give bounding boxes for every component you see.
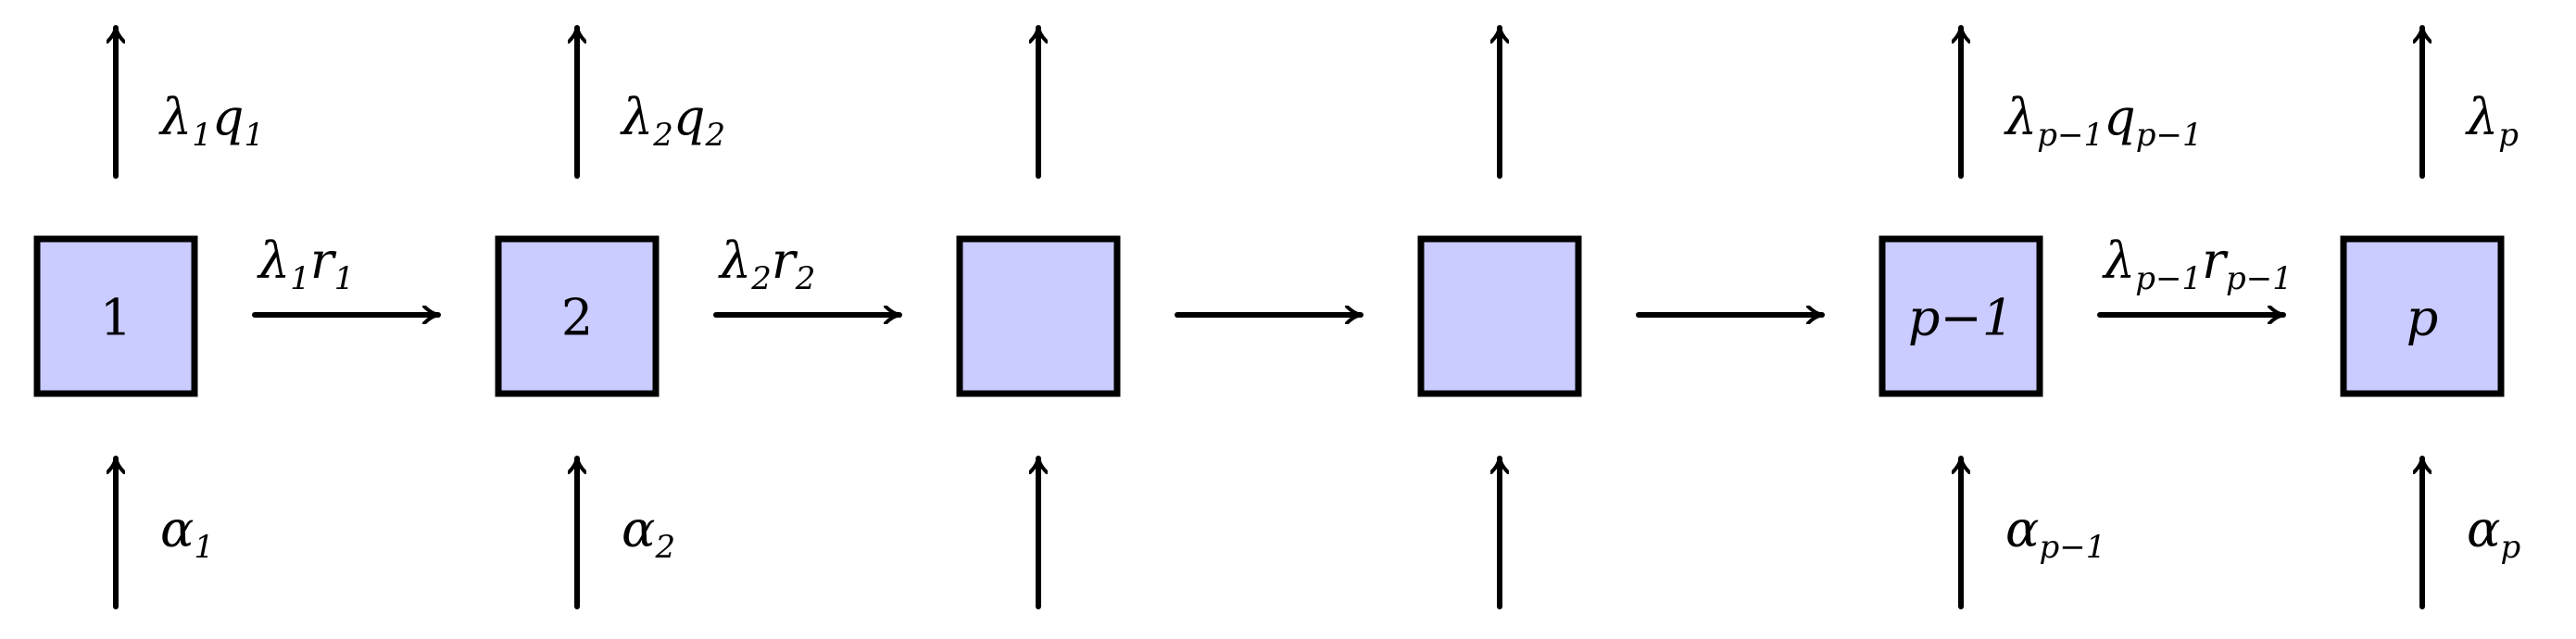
station-4 [1417,25,1582,609]
arrival-rate-label: αp−1 [2005,500,2105,566]
station-label: 2 [561,289,593,347]
arrival-rate-label: αp [2467,500,2520,566]
departure-rate-label: λp [2465,88,2519,154]
station-label: 1 [100,289,132,347]
station-3 [956,25,1121,609]
station-box [956,235,1121,397]
departure-rate-label: λ2q2 [620,88,725,154]
station-5: p−1 [1879,25,2043,609]
arrival-rate-label: α2 [622,500,675,566]
transfer-rate-label: λ1r1 [257,232,354,297]
station-2: 2 [495,25,660,609]
station-label: p [2406,289,2439,347]
diagram-content: 1 λ1q1 α1 λ1r1 2 λ2q2 α2 λ2r2 p−1 λp−1qp−1 αp−1 λp−… [33,25,2520,609]
arrival-rate-label: α1 [160,500,214,566]
station-box [495,235,660,397]
station-box [33,235,198,397]
station-1: 1 [33,25,198,609]
departure-rate-label: λp−1qp−1 [2004,88,2203,154]
station-label: p−1 [1908,289,2014,347]
transfer-rate-label: λ2r2 [718,232,815,297]
station-box [1879,235,2043,397]
station-box [2340,235,2505,397]
transfer-rate-label: λp−1rp−1 [2102,232,2293,297]
station-6: p [2340,25,2505,609]
departure-rate-label: λ1q1 [158,88,264,154]
station-box [1417,235,1582,397]
